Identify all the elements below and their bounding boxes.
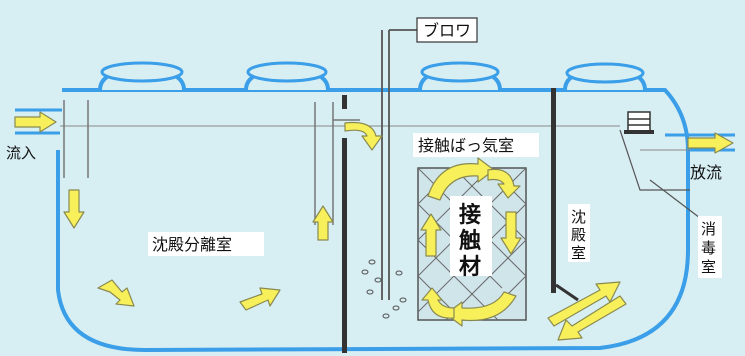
sedimentation-label-box	[568, 204, 590, 262]
contact-media-label-2: 触	[459, 228, 481, 254]
inflow-arrow	[14, 111, 57, 133]
blower-pipe	[381, 29, 420, 300]
disinfection-label-3: 室	[701, 258, 716, 276]
disinfection-label-box	[698, 216, 722, 278]
settling-separation-label-box	[148, 232, 264, 256]
circulation-arrow-top-right	[487, 168, 521, 199]
outflow-label: 放流	[690, 163, 722, 182]
blower-label-box	[416, 17, 478, 43]
disinfection-chamber-lines	[619, 129, 701, 219]
partition-wall-1b	[342, 138, 347, 353]
settling-separation-label: 沈殿分離室	[152, 235, 232, 254]
circulation-arrow-bottom-left	[421, 287, 455, 319]
contact-media-label-1: 接	[459, 203, 481, 228]
disinfection-label-1: 消	[701, 220, 716, 238]
sedimentation-arrow-down	[557, 295, 627, 341]
sedimentation-label-3: 室	[571, 244, 586, 262]
media-down-arrow	[500, 211, 522, 255]
blower-label: ブロワ	[423, 21, 471, 40]
partition-wall-2	[551, 88, 556, 293]
sedimentation-slope	[555, 283, 579, 302]
sedimentation-label-2: 殿	[571, 226, 586, 244]
partition-wall-1	[342, 95, 347, 109]
sedimentation-label-1: 沈	[571, 208, 586, 226]
inflow-label: 流入	[6, 144, 36, 162]
transfer-pipe	[314, 102, 360, 225]
sedimentation-arrow-up	[547, 281, 621, 327]
outflow-arrow	[687, 132, 734, 154]
media-up-arrow	[420, 213, 442, 257]
air-bubbles	[361, 259, 407, 319]
contact-aeration-label: 接触ばっ気室	[418, 136, 514, 155]
contact-media-label-3: 材	[459, 255, 481, 280]
disinfection-label-2: 毒	[701, 239, 716, 257]
settling-flow-arrow-1	[97, 279, 135, 307]
manhole-covers	[98, 61, 647, 91]
transfer-curve-arrow	[344, 121, 383, 151]
contact-aeration-label-box	[413, 133, 539, 157]
disinfectant-tablet-holder	[624, 111, 654, 134]
settling-flow-arrow-2	[239, 287, 281, 311]
up-arrow-transfer	[312, 205, 334, 241]
down-arrow-inlet	[63, 189, 85, 229]
inlet-baffle	[63, 100, 89, 178]
tank-outline	[56, 88, 690, 352]
